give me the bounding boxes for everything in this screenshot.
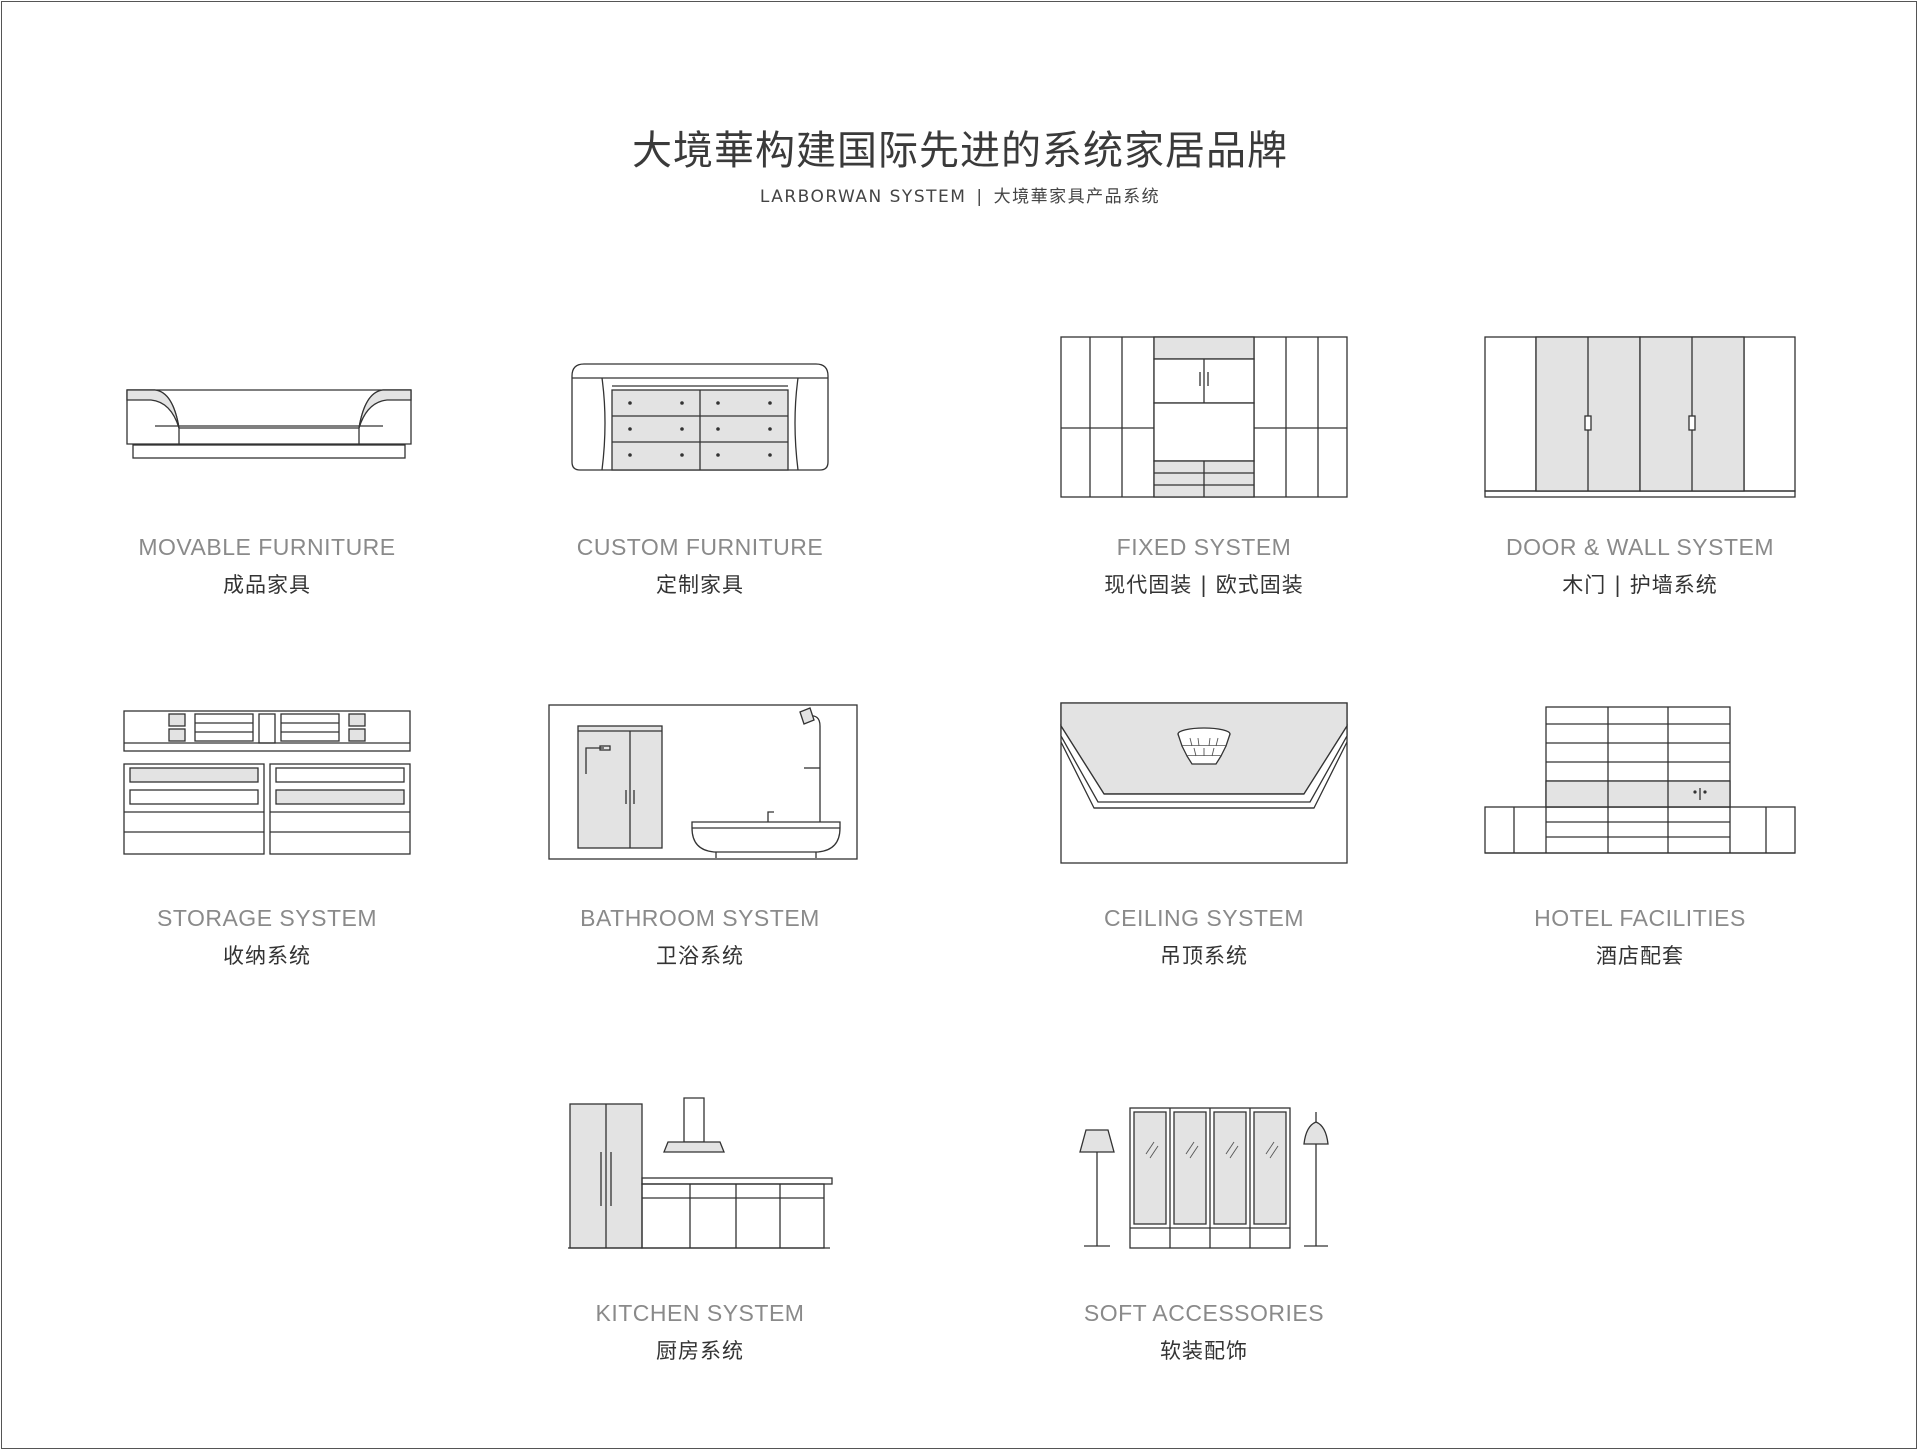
category-title-en: KITCHEN SYSTEM [595, 1300, 805, 1326]
category-soft-accessories[interactable]: SOFT ACCESSORIES 软装配饰 [984, 1060, 1424, 1363]
category-title-en: BATHROOM SYSTEM [580, 905, 820, 931]
kitchen-icon [568, 1097, 833, 1249]
category-kitchen-system[interactable]: KITCHEN SYSTEM 厨房系统 [480, 1060, 920, 1363]
category-title-zh: 软装配饰 [1160, 1339, 1248, 1363]
category-door-wall-system[interactable]: DOOR & WALL SYSTEM 木门 | 护墙系统 [1420, 300, 1860, 600]
category-title-en: HOTEL FACILITIES [1534, 905, 1746, 931]
category-title-zh: 吊顶系统 [1160, 944, 1248, 968]
page-subtitle: LARBORWAN SYSTEM | 大境華家具产品系统 [0, 182, 1920, 207]
ceiling-icon [1060, 702, 1348, 864]
soft-accessories-icon [1079, 1107, 1329, 1249]
subtitle-en: LARBORWAN SYSTEM [759, 187, 967, 207]
category-storage-system[interactable]: STORAGE SYSTEM 收纳系统 [47, 670, 487, 970]
sofa-icon [126, 389, 412, 459]
category-title-zh: 木门 | 护墙系统 [1562, 573, 1718, 597]
category-title-en: STORAGE SYSTEM [156, 905, 377, 931]
subtitle-separator: | [976, 187, 984, 207]
category-custom-furniture[interactable]: CUSTOM FURNITURE 定制家具 [480, 300, 920, 600]
category-title-en: DOOR & WALL SYSTEM [1505, 534, 1774, 560]
category-ceiling-system[interactable]: CEILING SYSTEM 吊顶系统 [984, 670, 1424, 970]
hotel-icon [1484, 706, 1796, 854]
category-title-en: MOVABLE FURNITURE [138, 534, 396, 560]
category-title-en: FIXED SYSTEM [1116, 534, 1292, 560]
sideboard-icon [571, 363, 829, 471]
category-movable-furniture[interactable]: MOVABLE FURNITURE 成品家具 [47, 300, 487, 600]
category-title-en: CEILING SYSTEM [1104, 905, 1304, 931]
category-title-zh: 定制家具 [656, 573, 744, 597]
category-title-zh: 酒店配套 [1596, 944, 1684, 968]
category-title-zh: 现代固装 | 欧式固装 [1104, 573, 1304, 597]
door-wall-icon [1484, 336, 1796, 498]
wall-cabinet-icon [1060, 336, 1348, 498]
bathroom-icon [548, 704, 858, 860]
subtitle-zh: 大境華家具产品系统 [993, 187, 1161, 207]
category-bathroom-system[interactable]: BATHROOM SYSTEM 卫浴系统 [480, 670, 920, 970]
category-title-zh: 成品家具 [223, 573, 311, 597]
category-title-zh: 卫浴系统 [656, 944, 744, 968]
category-title-en: CUSTOM FURNITURE [576, 534, 824, 560]
category-fixed-system[interactable]: FIXED SYSTEM 现代固装 | 欧式固装 [984, 300, 1424, 600]
category-title-zh: 收纳系统 [223, 944, 311, 968]
page-title: 大境華构建国际先进的系统家居品牌 [632, 128, 1288, 174]
category-title-en: SOFT ACCESSORIES [1083, 1300, 1325, 1326]
category-title-zh: 厨房系统 [656, 1339, 744, 1363]
category-hotel-facilities[interactable]: HOTEL FACILITIES 酒店配套 [1420, 670, 1860, 970]
storage-icon [123, 710, 411, 855]
